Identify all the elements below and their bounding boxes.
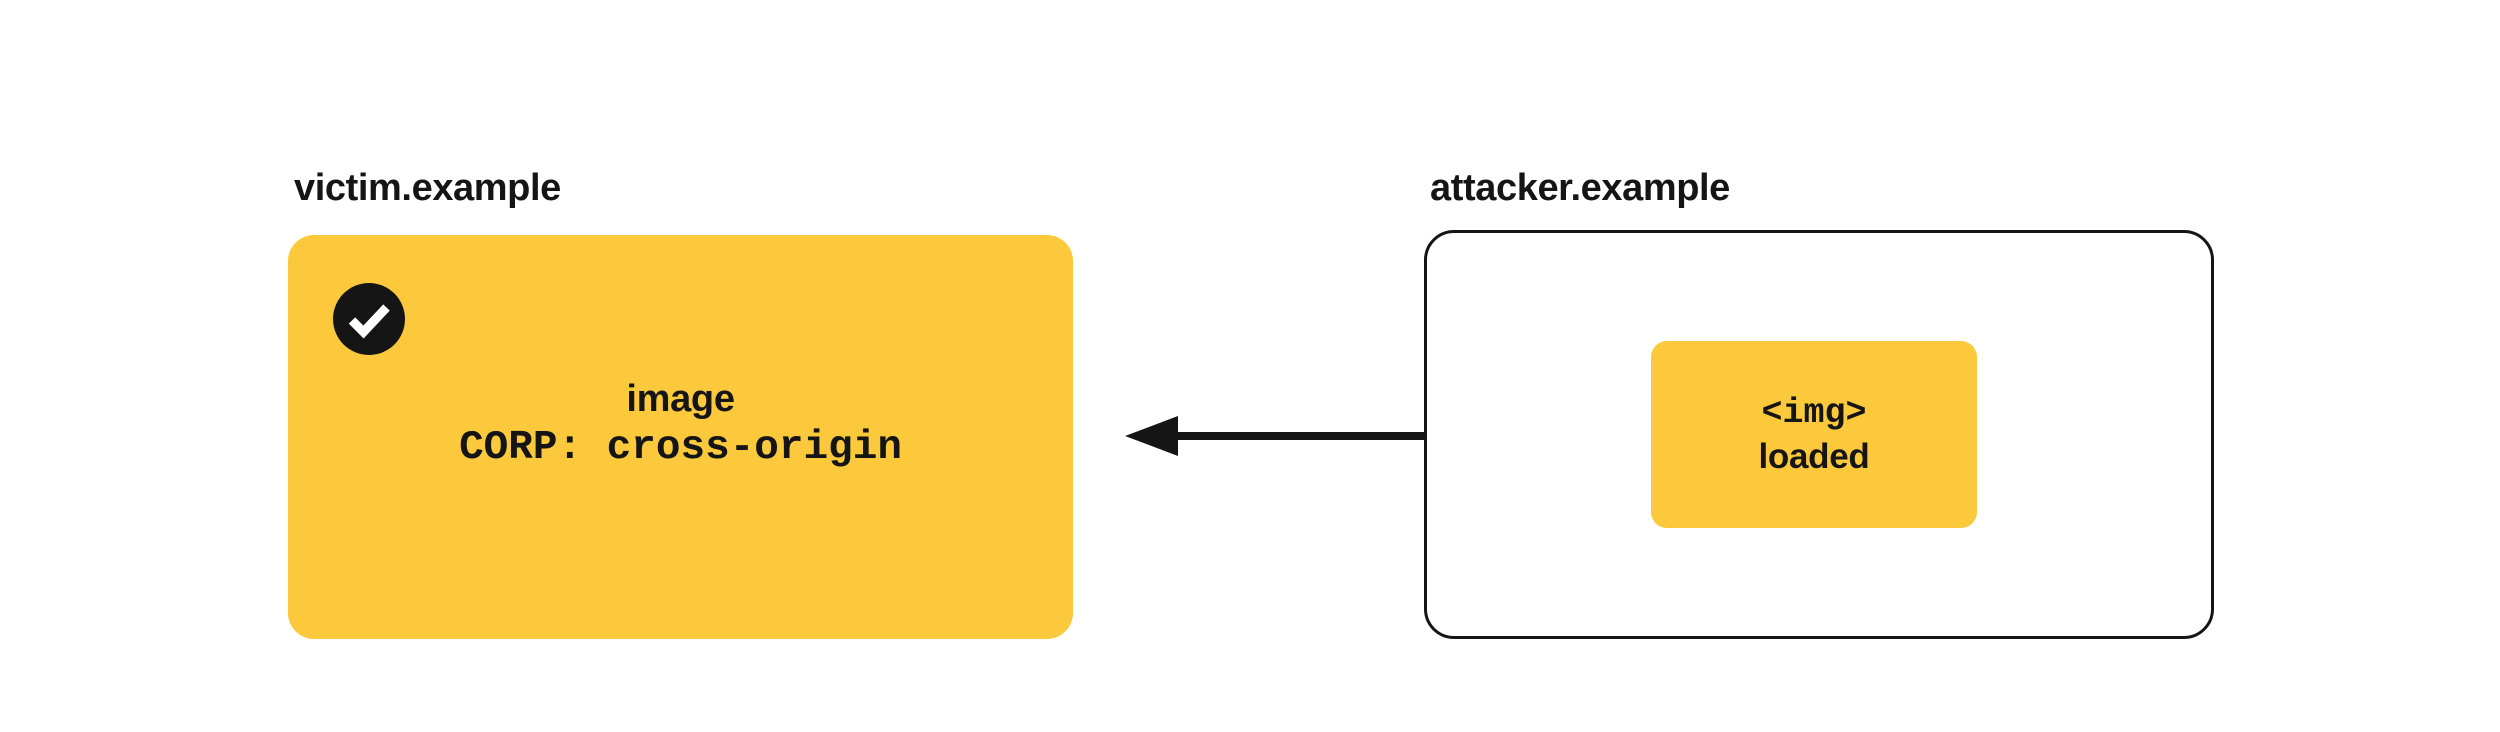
origin-label-attacker: attacker.example: [1430, 167, 1730, 209]
check-circle-icon: [333, 283, 405, 355]
img-tag-label: <img>: [1761, 392, 1867, 433]
resource-name-label: image: [626, 378, 735, 420]
victim-resource-text: image CORP: cross-origin: [288, 376, 1073, 474]
img-element-chip: <img> loaded: [1651, 341, 1977, 528]
resource-header-label: CORP: cross-origin: [459, 425, 902, 471]
origin-label-victim: victim.example: [294, 167, 561, 209]
victim-resource-box: [288, 235, 1073, 639]
img-state-label: loaded: [1758, 436, 1870, 476]
